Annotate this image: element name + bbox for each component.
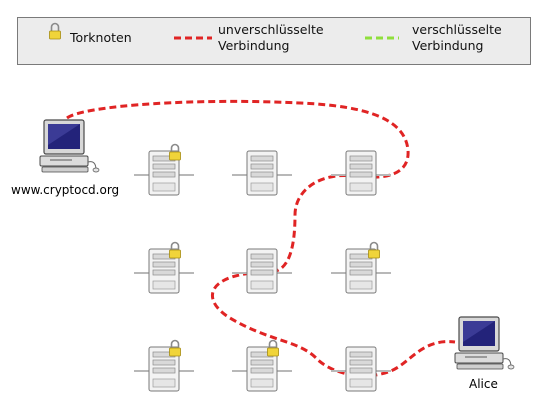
- unencrypted-connection-server: [66, 99, 410, 274]
- tor-node-7: [133, 346, 195, 392]
- server-label: www.cryptocd.org: [11, 183, 120, 197]
- tor-node-4: [133, 248, 195, 294]
- client-label: Alice: [469, 377, 498, 391]
- legend-encrypted-line1: verschlüsselte: [412, 22, 502, 37]
- padlock-icon: [168, 339, 182, 357]
- tor-node-8: [231, 346, 293, 392]
- server-computer-icon: [39, 119, 100, 173]
- padlock-icon: [168, 143, 182, 161]
- padlock-icon: [168, 241, 182, 259]
- server-3: [330, 150, 392, 196]
- tor-node-6: [330, 248, 392, 294]
- legend-encrypted-line2: Verbindung: [412, 38, 484, 53]
- tor-node-1: [133, 150, 195, 196]
- server-2: [231, 150, 293, 196]
- padlock-icon: [367, 241, 381, 259]
- padlock-icon: [266, 339, 280, 357]
- legend-unencrypted-line2: Verbindung: [218, 38, 290, 53]
- server-5: [231, 248, 293, 294]
- legend-unencrypted-line1: unverschlüsselte: [218, 22, 324, 37]
- server-9: [330, 346, 392, 392]
- alice-computer-icon: [454, 316, 515, 370]
- legend-box: [17, 17, 531, 65]
- unencrypted-connection-alice: [211, 270, 456, 378]
- legend-tor-node: Torknoten: [70, 30, 132, 45]
